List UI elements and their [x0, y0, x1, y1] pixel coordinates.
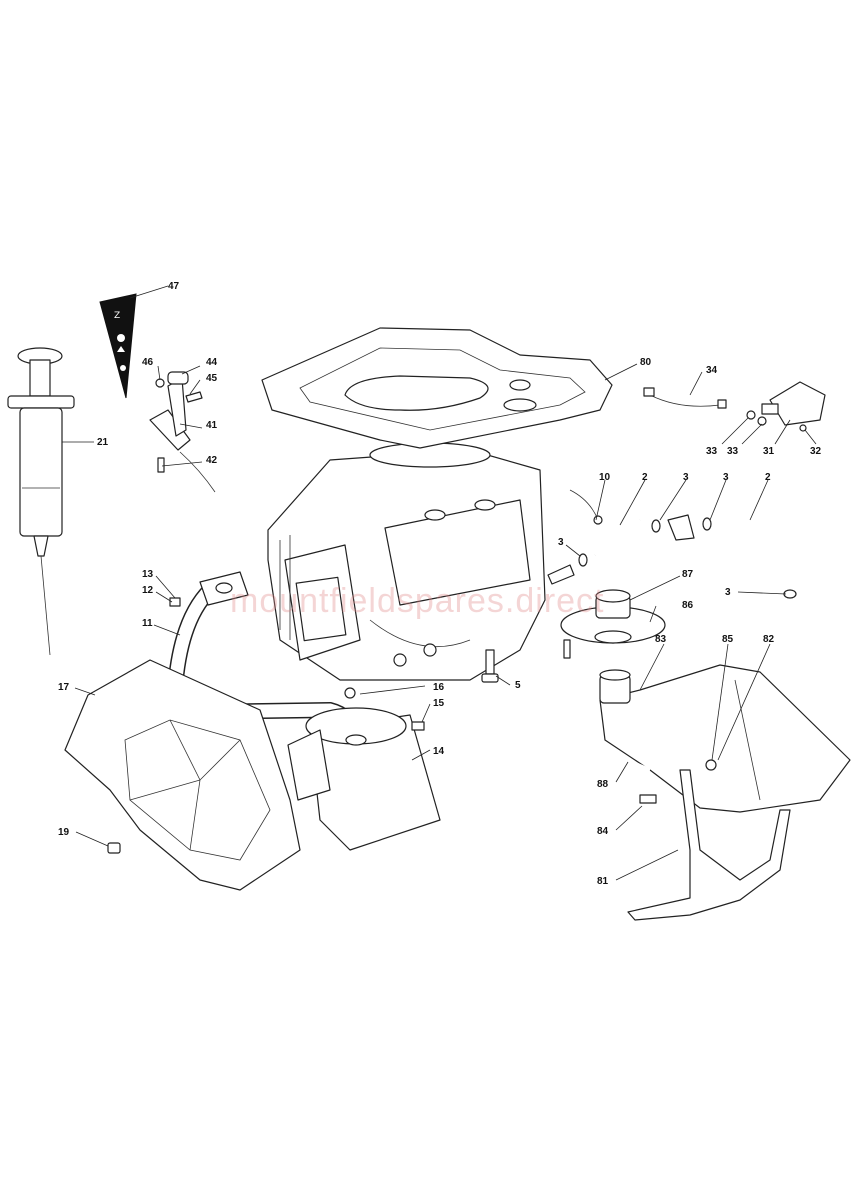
callout-10: 10 — [599, 472, 611, 483]
primer-syringe-21 — [7, 347, 75, 656]
callout-85: 85 — [722, 634, 734, 645]
fuel-tank-83 — [568, 664, 851, 813]
callout-14: 14 — [433, 746, 445, 757]
fuel-hoses — [547, 489, 797, 599]
callout-80: 80 — [640, 357, 652, 368]
callout-3d: 3 — [725, 587, 731, 598]
tank-bracket-81 — [627, 769, 791, 921]
muffler-14 — [287, 687, 441, 851]
callout-81: 81 — [597, 876, 609, 887]
callout-3c: 3 — [558, 537, 564, 548]
callout-3a: 3 — [683, 472, 689, 483]
callout-2b: 2 — [765, 472, 771, 483]
callout-87: 87 — [682, 569, 694, 580]
callout-3b: 3 — [723, 472, 729, 483]
watermark: mountfieldspares.direct — [230, 582, 605, 620]
callout-12: 12 — [142, 585, 154, 596]
callout-45: 45 — [206, 373, 218, 384]
callout-13: 13 — [142, 569, 154, 580]
callout-44: 44 — [206, 357, 218, 368]
callout-46: 46 — [142, 357, 154, 368]
engine-block — [267, 442, 546, 681]
bolt-5 — [481, 649, 499, 683]
callout-21: 21 — [97, 437, 109, 448]
callout-15: 15 — [433, 698, 445, 709]
throttle-lever-assembly — [149, 371, 216, 493]
decal-47: Z — [99, 293, 137, 399]
callout-16: 16 — [433, 682, 445, 693]
callout-19: 19 — [58, 827, 70, 838]
callout-17: 17 — [58, 682, 70, 693]
callout-32: 32 — [810, 446, 822, 457]
heat-shield-17 — [64, 659, 301, 891]
leader-lines — [62, 285, 817, 881]
callout-83: 83 — [655, 634, 667, 645]
callout-34: 34 — [706, 365, 718, 376]
callout-84: 84 — [597, 826, 609, 837]
callout-31: 31 — [763, 446, 775, 457]
callout-41: 41 — [206, 420, 218, 431]
callout-33b: 33 — [727, 446, 739, 457]
callout-86: 86 — [682, 600, 694, 611]
svg-text:Z: Z — [114, 311, 120, 321]
callout-2a: 2 — [642, 472, 648, 483]
callout-labels: 47 46 44 45 41 42 21 80 34 33 33 31 32 1… — [58, 281, 822, 887]
fuel-cap-87 — [560, 589, 666, 659]
callout-88: 88 — [597, 779, 609, 790]
callout-11: 11 — [142, 618, 153, 629]
callout-5: 5 — [515, 680, 521, 691]
callout-33a: 33 — [706, 446, 718, 457]
fuel-solenoid-31 — [643, 381, 826, 432]
callout-47: 47 — [168, 281, 180, 292]
callout-42: 42 — [206, 455, 218, 466]
callout-82: 82 — [763, 634, 775, 645]
engine-cover-plate-80 — [261, 327, 613, 449]
